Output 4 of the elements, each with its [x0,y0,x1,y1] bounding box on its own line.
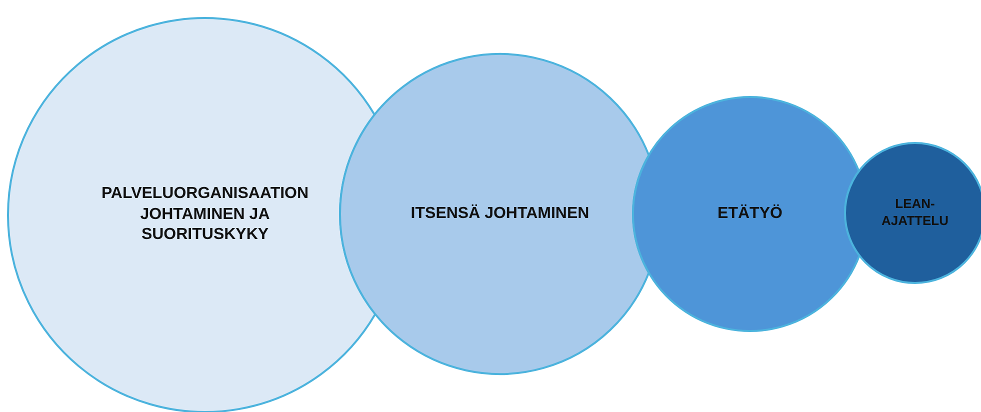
circle-label: LEAN-AJATTELU [880,196,950,230]
circle-label: ETÄTYÖ [718,204,782,224]
circle-label: ITSENSÄ JOHTAMINEN [410,204,590,224]
circle-label: PALVELUORGANISAATION JOHTAMINEN JA SUORITUSKYKY [100,184,310,246]
